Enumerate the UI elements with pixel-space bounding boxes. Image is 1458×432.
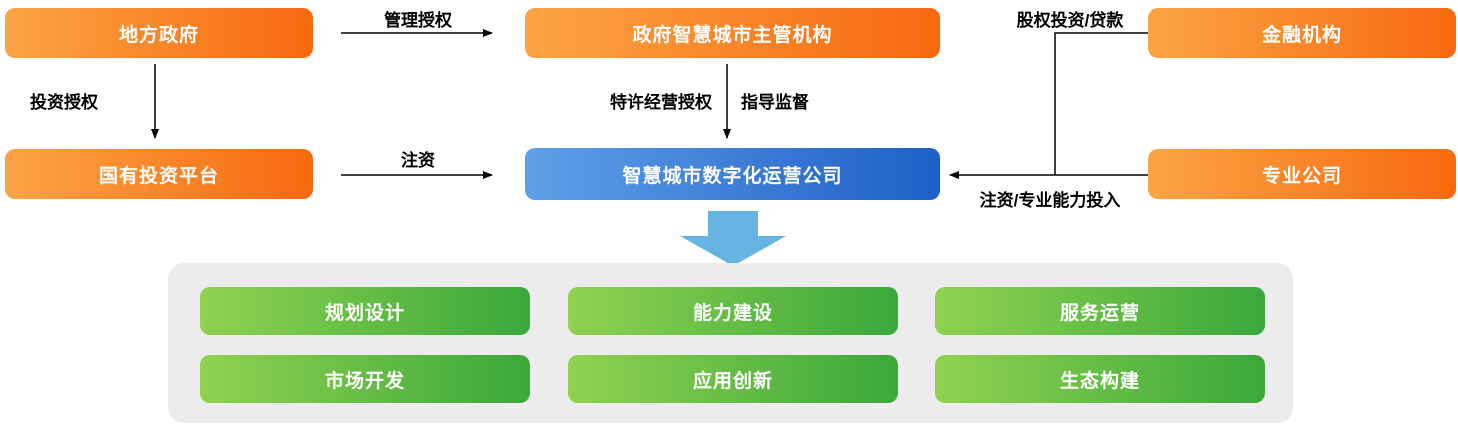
- node-professional-company: 专业公司: [1148, 149, 1456, 199]
- node-state-investment-platform: 国有投资平台: [5, 149, 313, 199]
- edge-label-equity-investment-loan: 股权投资/贷款: [1016, 11, 1124, 30]
- node-operations-company: 智慧城市数字化运营公司: [525, 148, 940, 200]
- connector-equity-loan: [1054, 32, 1148, 175]
- edge-label-capital-capability-input: 注资/专业能力投入: [979, 191, 1121, 210]
- big-down-arrow-icon: [680, 211, 786, 266]
- node-local-government: 地方政府: [5, 8, 313, 58]
- capability-box-planning-design: 规划设计: [200, 287, 530, 335]
- edge-label-management-authorization: 管理授权: [384, 11, 452, 30]
- edge-label-franchise-authorization: 特许经营授权: [610, 93, 712, 112]
- edge-label-guidance-supervision: 指导监督: [741, 93, 809, 112]
- capability-box-application-innovation: 应用创新: [568, 355, 898, 403]
- node-financial-institution: 金融机构: [1148, 8, 1456, 58]
- capability-box-market-development: 市场开发: [200, 355, 530, 403]
- capability-box-ecosystem-construction: 生态构建: [935, 355, 1265, 403]
- edge-label-capital-injection: 注资: [401, 151, 435, 170]
- edge-label-investment-authorization: 投资授权: [30, 93, 98, 112]
- capability-box-service-operations: 服务运营: [935, 287, 1265, 335]
- node-smart-city-authority: 政府智慧城市主管机构: [525, 8, 940, 58]
- capability-box-capability-building: 能力建设: [568, 287, 898, 335]
